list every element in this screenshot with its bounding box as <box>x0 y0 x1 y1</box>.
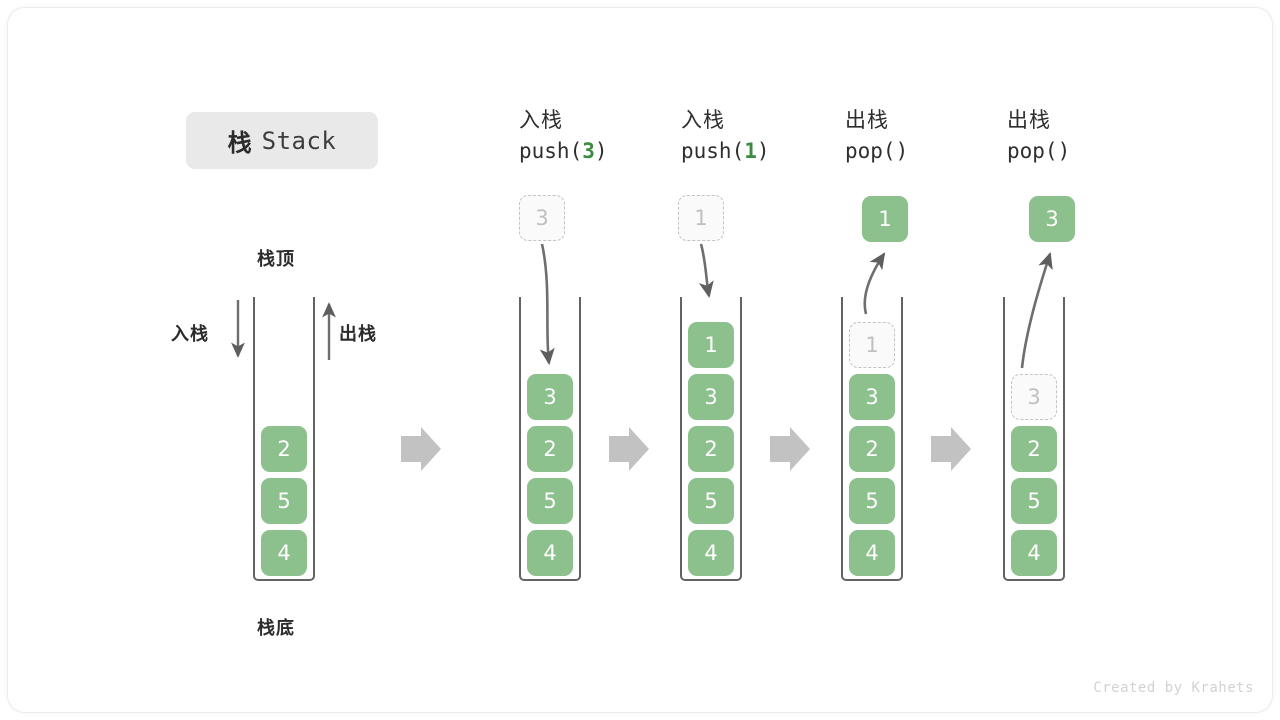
ghost-value: 3 <box>535 206 549 230</box>
popped-box-3: 3 <box>1029 196 1075 242</box>
stack-cell: 5 <box>688 478 734 524</box>
header-op-label: 入栈 <box>681 108 725 132</box>
stack-cell: 3 <box>527 374 573 420</box>
stack-cell: 3 <box>688 374 734 420</box>
stack-cells-pop-3: 4 5 2 3 <box>1005 374 1063 576</box>
stack-cell: 4 <box>849 530 895 576</box>
stack-cell: 2 <box>1011 426 1057 472</box>
call-prefix: push( <box>681 139 745 163</box>
popped-value: 1 <box>878 207 892 231</box>
stack-cell: 2 <box>261 426 307 472</box>
label-stack-bottom: 栈底 <box>257 618 295 639</box>
stack-cell: 3 <box>849 374 895 420</box>
stack-container-push-1: 4 5 2 3 1 <box>680 297 742 581</box>
column-header-push-3: 入栈 push(3) <box>519 105 719 167</box>
incoming-ghost-box-1: 1 <box>678 195 724 241</box>
stack-cells-push-3: 4 5 2 3 <box>521 374 579 576</box>
call-prefix: push( <box>519 139 583 163</box>
call-suffix: ) <box>594 139 608 163</box>
column-header-push-1: 入栈 push(1) <box>681 105 881 167</box>
stack-container-pop-3: 4 5 2 3 <box>1003 297 1065 581</box>
header-call-label: push(1) <box>681 135 881 167</box>
popped-box-1: 1 <box>862 196 908 242</box>
call-suffix: ) <box>895 139 909 163</box>
label-stack-top: 栈顶 <box>257 249 295 270</box>
header-call-label: pop() <box>1007 135 1207 167</box>
call-prefix: pop( <box>845 139 896 163</box>
header-call-label: pop() <box>845 135 1045 167</box>
call-prefix: pop( <box>1007 139 1058 163</box>
stack-cells-pop-1: 4 5 2 3 1 <box>843 322 901 576</box>
stack-cell-ghost: 3 <box>1011 374 1057 420</box>
label-push-side: 入栈 <box>171 324 209 345</box>
header-op-label: 出栈 <box>1007 108 1051 132</box>
label-pop-side: 出栈 <box>339 324 377 345</box>
stack-cell: 2 <box>849 426 895 472</box>
footer-credit: Created by Krahets <box>1093 680 1254 696</box>
stack-container-initial: 4 5 2 <box>253 297 315 581</box>
stack-cell: 5 <box>849 478 895 524</box>
stack-cell: 5 <box>527 478 573 524</box>
header-call-label: push(3) <box>519 135 719 167</box>
stack-cells-initial: 4 5 2 <box>255 426 313 576</box>
column-header-pop-3: 出栈 pop() <box>1007 105 1207 167</box>
title-en: Stack <box>261 126 337 155</box>
stack-cell: 5 <box>1011 478 1057 524</box>
call-suffix: ) <box>1057 139 1071 163</box>
stack-container-pop-1: 4 5 2 3 1 <box>841 297 903 581</box>
stack-cell: 2 <box>688 426 734 472</box>
stack-cells-push-1: 4 5 2 3 1 <box>682 322 740 576</box>
stack-cell: 4 <box>1011 530 1057 576</box>
incoming-ghost-box-3: 3 <box>519 195 565 241</box>
stack-cell: 2 <box>527 426 573 472</box>
stack-cell: 5 <box>261 478 307 524</box>
header-op-label: 出栈 <box>845 108 889 132</box>
stack-cell: 4 <box>261 530 307 576</box>
title-cn: 栈 <box>227 129 253 157</box>
column-header-pop-1: 出栈 pop() <box>845 105 1045 167</box>
stack-cell: 4 <box>688 530 734 576</box>
stack-cell: 1 <box>688 322 734 368</box>
call-suffix: ) <box>756 139 770 163</box>
popped-value: 3 <box>1045 207 1059 231</box>
call-arg: 1 <box>744 139 757 163</box>
stack-cell-ghost: 1 <box>849 322 895 368</box>
ghost-value: 1 <box>694 206 708 230</box>
header-op-label: 入栈 <box>519 108 563 132</box>
call-arg: 3 <box>582 139 595 163</box>
stack-cell: 4 <box>527 530 573 576</box>
diagram-title-chip: 栈 Stack <box>186 112 378 169</box>
stack-container-push-3: 4 5 2 3 <box>519 297 581 581</box>
